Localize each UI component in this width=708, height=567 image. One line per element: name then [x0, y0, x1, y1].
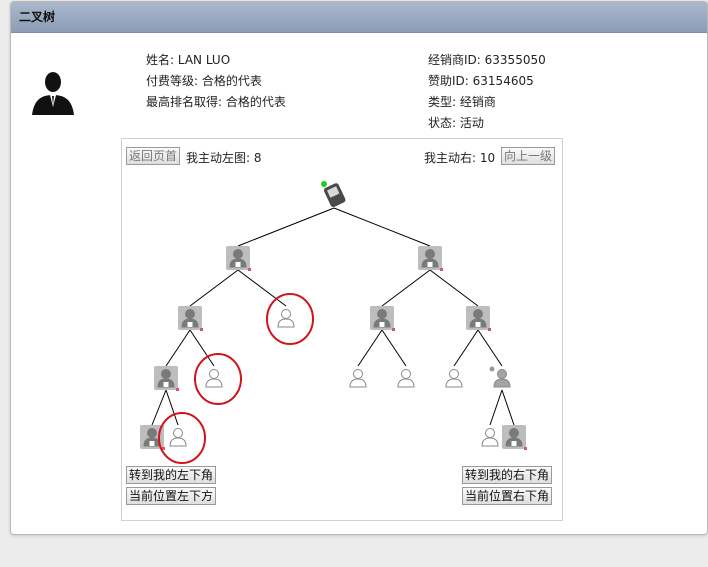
- status-value: 活动: [459, 116, 484, 130]
- left-count-value: 8: [253, 151, 262, 165]
- tree-edge: [477, 329, 503, 367]
- right-count-label: 我主动右:: [424, 151, 477, 165]
- tree-edge: [429, 269, 479, 307]
- phone-icon[interactable]: [321, 181, 346, 208]
- tree-edge: [453, 329, 479, 367]
- binary-tree-panel: 二叉树 姓名: LAN LUO 付费等级: 合格的代表 最高排名取得: 合格的代…: [10, 1, 708, 535]
- pay-level-label: 付费等级:: [146, 74, 199, 88]
- dealer-id-label: 经销商ID:: [428, 53, 481, 67]
- current-bottom-right-button[interactable]: 当前位置右下角: [462, 487, 553, 505]
- sponsor-id-label: 赞助ID:: [428, 74, 469, 88]
- member-node-icon[interactable]: [178, 306, 203, 331]
- right-count-value: 10: [479, 151, 496, 165]
- tree-edge: [237, 207, 335, 247]
- type-label: 类型:: [428, 95, 457, 109]
- tree-edge: [165, 329, 191, 367]
- type-row: 类型: 经销商: [428, 93, 496, 110]
- member-node-icon[interactable]: [489, 366, 511, 388]
- tree-edge: [189, 269, 239, 307]
- tree-edge: [189, 329, 215, 367]
- member-node-icon[interactable]: [502, 425, 527, 450]
- pay-level-row: 付费等级: 合格的代表: [146, 72, 262, 89]
- highest-rank-label: 最高排名取得:: [146, 95, 223, 109]
- highlight-circle: [194, 353, 242, 405]
- highest-rank-value: 合格的代表: [225, 95, 286, 109]
- binary-tree-view: 返回页首 我主动左图: 8 我主动右: 10 向上一级 转到我的左下角 当前位置…: [121, 138, 563, 521]
- status-label: 状态:: [428, 116, 457, 130]
- status-row: 状态: 活动: [428, 114, 484, 131]
- pay-level-value: 合格的代表: [201, 74, 262, 88]
- current-bottom-left-button[interactable]: 当前位置左下方: [126, 487, 217, 505]
- up-one-level-button[interactable]: 向上一级: [501, 147, 556, 165]
- empty-slot-icon[interactable]: [277, 309, 295, 328]
- empty-slot-icon[interactable]: [397, 369, 415, 388]
- sponsor-id-value: 63154605: [472, 74, 534, 88]
- left-count-row: 我主动左图: 8: [186, 149, 262, 166]
- tree-edge: [381, 269, 431, 307]
- empty-slot-icon[interactable]: [349, 369, 367, 388]
- highlight-circle: [266, 293, 314, 345]
- tree-edge: [151, 389, 167, 426]
- back-to-top-button[interactable]: 返回页首: [126, 147, 181, 165]
- empty-slot-icon[interactable]: [481, 428, 499, 447]
- tree-edge: [381, 329, 407, 367]
- highest-rank-row: 最高排名取得: 合格的代表: [146, 93, 286, 110]
- member-node-icon[interactable]: [154, 366, 179, 391]
- tree-edge: [237, 269, 287, 307]
- dealer-id-row: 经销商ID: 63355050: [428, 51, 546, 68]
- name-row: 姓名: LAN LUO: [146, 51, 230, 68]
- tree-edge: [357, 329, 383, 367]
- tree-edge: [489, 389, 503, 426]
- highlight-circle: [158, 412, 206, 464]
- member-node-icon[interactable]: [466, 306, 491, 331]
- left-count-label: 我主动左图:: [186, 151, 251, 165]
- go-bottom-right-button[interactable]: 转到我的右下角: [462, 466, 553, 484]
- right-count-row: 我主动右: 10: [424, 149, 495, 166]
- empty-slot-icon[interactable]: [445, 369, 463, 388]
- tree-edge: [165, 389, 179, 426]
- type-value: 经销商: [459, 95, 496, 109]
- name-label: 姓名:: [146, 53, 175, 67]
- dealer-id-value: 63355050: [484, 53, 546, 67]
- tree-edge: [333, 207, 431, 247]
- empty-slot-icon[interactable]: [205, 369, 223, 388]
- go-bottom-left-button[interactable]: 转到我的左下角: [126, 466, 217, 484]
- panel-title: 二叉树: [11, 2, 707, 33]
- avatar: [28, 65, 78, 115]
- name-value: LAN LUO: [177, 53, 231, 67]
- member-node-icon[interactable]: [418, 246, 443, 271]
- member-node-icon[interactable]: [226, 246, 251, 271]
- sponsor-id-row: 赞助ID: 63154605: [428, 72, 534, 89]
- tree-edge: [501, 389, 515, 426]
- empty-slot-icon[interactable]: [169, 428, 187, 447]
- tree-graph: [140, 181, 527, 464]
- member-node-icon[interactable]: [370, 306, 395, 331]
